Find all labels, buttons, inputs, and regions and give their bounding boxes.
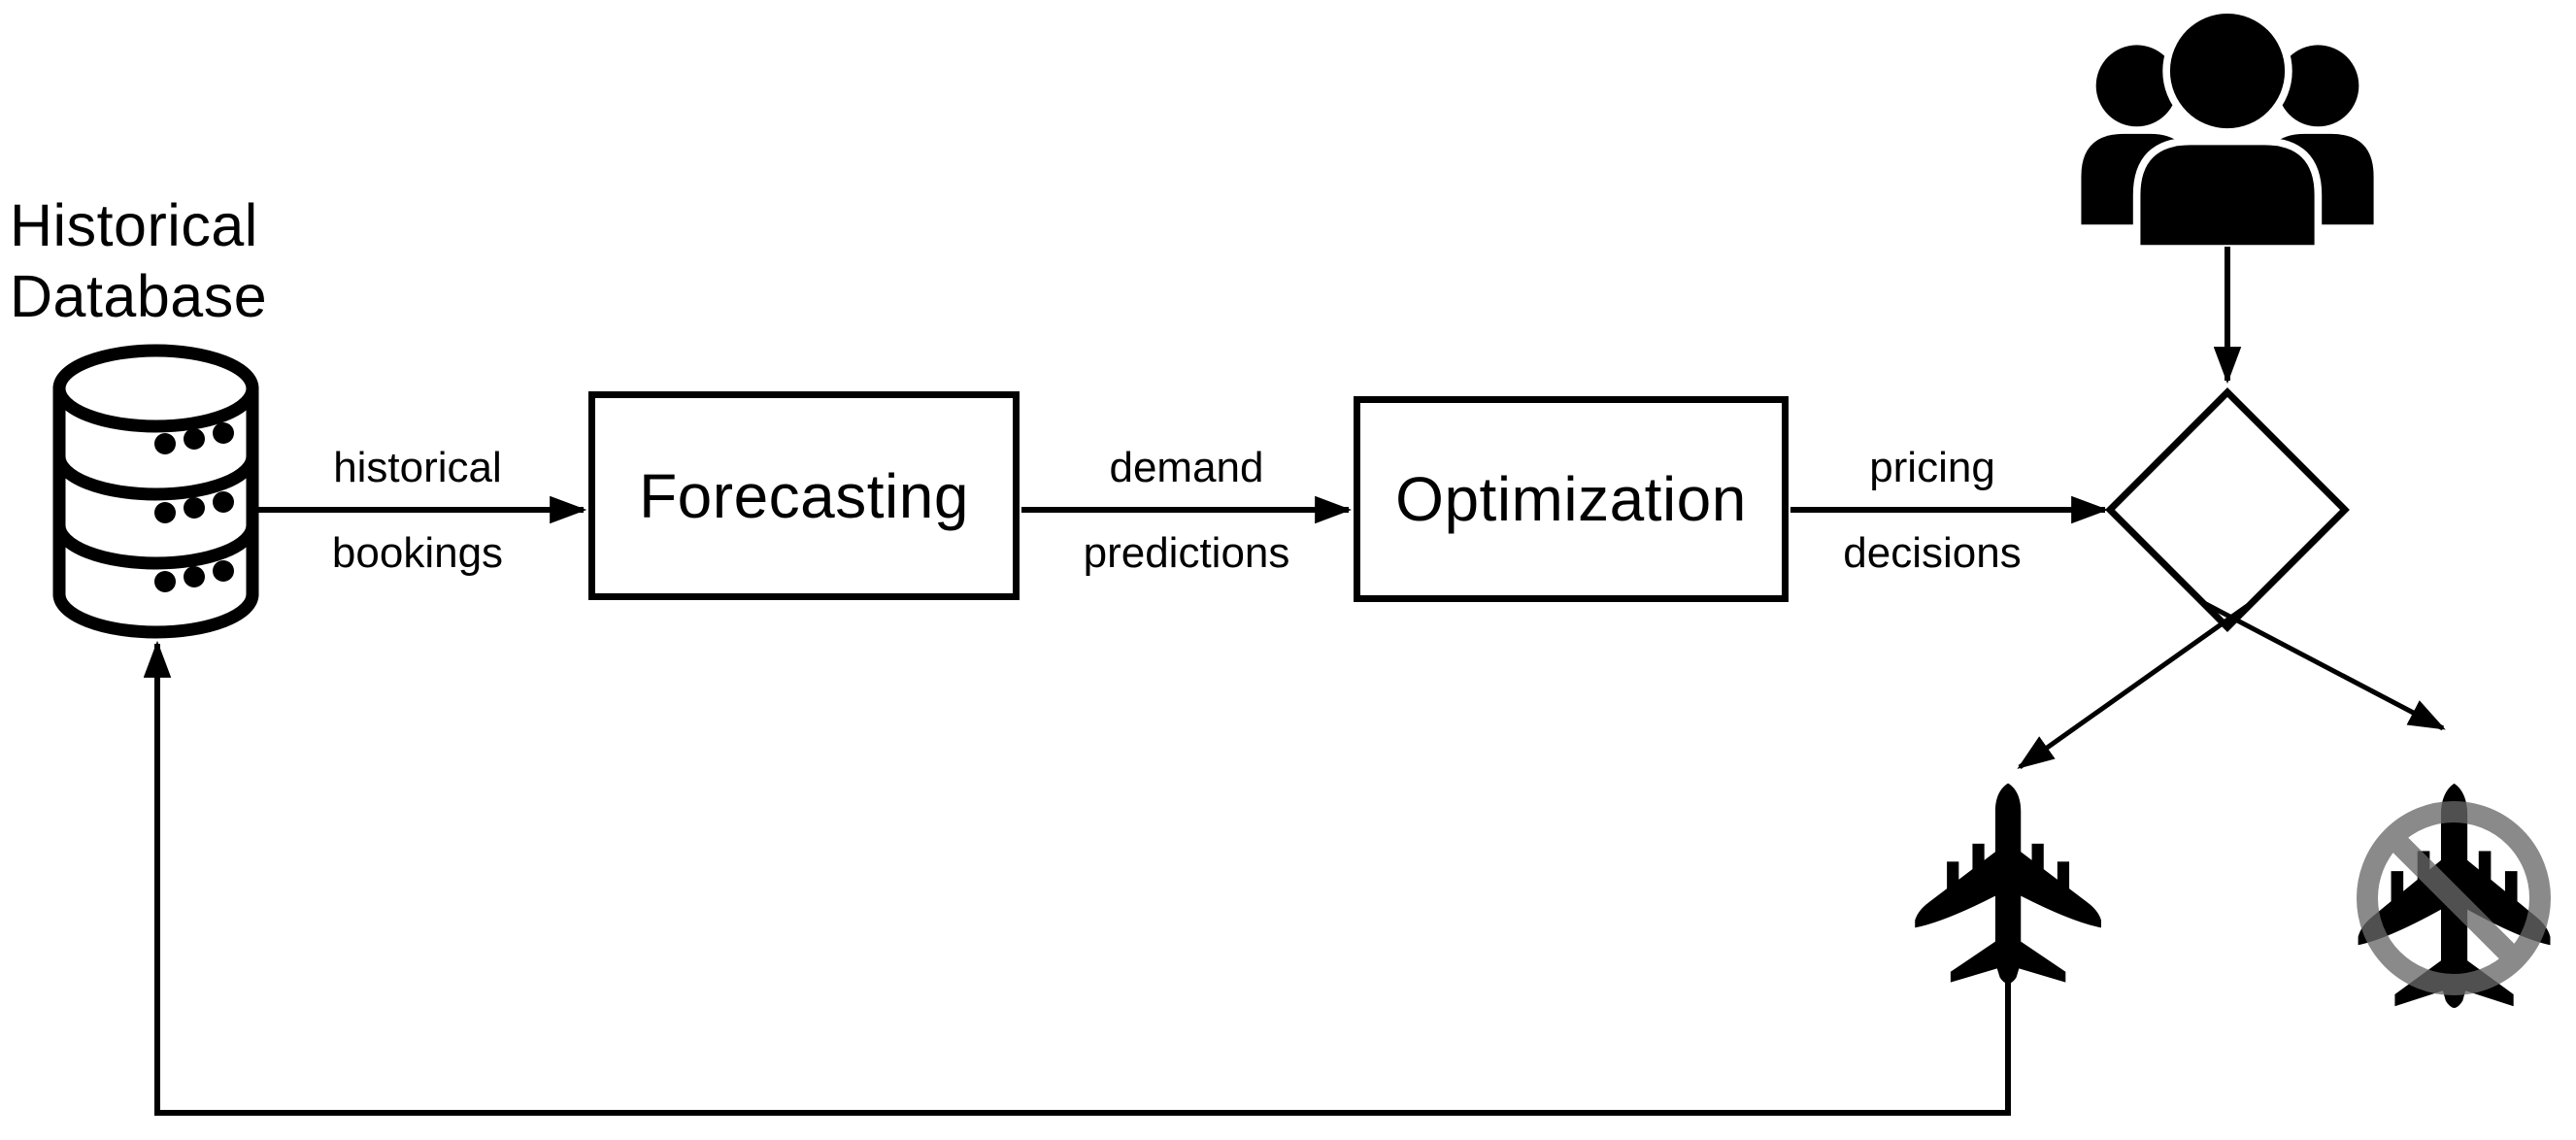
airplane-icon <box>1915 783 2101 985</box>
edge-feedback-to-database-arrow <box>143 640 2011 1116</box>
edge-decision-accepted-arrow <box>2017 599 2255 770</box>
edge-label-pricing: pricing <box>1869 444 1995 491</box>
database-dots <box>154 422 234 592</box>
forecasting-label: Forecasting <box>639 460 969 531</box>
node-forecasting: Forecasting <box>588 391 1020 600</box>
optimization-label: Optimization <box>1395 464 1747 534</box>
users-icon <box>2081 6 2374 252</box>
edge-label-historical: historical <box>333 444 502 491</box>
edge-label-demand: demand <box>1109 444 1264 491</box>
edge-label-bookings: bookings <box>331 529 504 577</box>
database-icon <box>52 344 259 639</box>
node-optimization: Optimization <box>1354 396 1789 602</box>
edge-label-predictions: predictions <box>1083 529 1290 577</box>
historical-database-label: Historical Database <box>10 192 268 329</box>
airplane-prohibited-icon <box>2357 783 2551 1009</box>
decision-diamond <box>2105 387 2350 632</box>
edge-decision-rejected-arrow <box>2200 599 2446 731</box>
edge-label-decisions: decisions <box>1843 529 2022 577</box>
no-symbol-icon <box>2357 801 2551 995</box>
